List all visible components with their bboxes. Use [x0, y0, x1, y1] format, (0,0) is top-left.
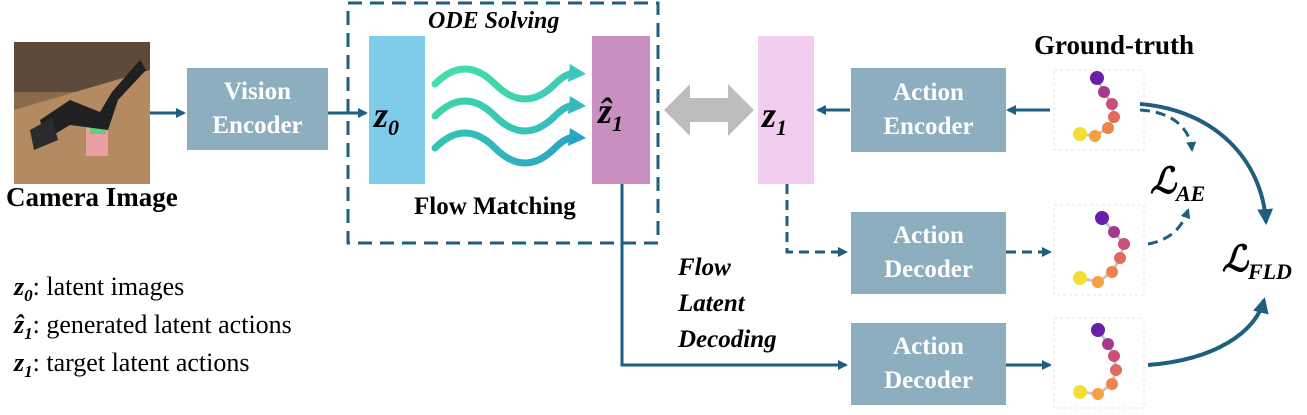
flow-latent-decoding-label: Flow Latent Decoding [678, 250, 777, 358]
flow-matching-frame [346, 1, 660, 245]
camera-caption: Camera Image [6, 182, 178, 212]
action-encoder-line2: Encoder [883, 113, 974, 140]
double-arrow [664, 84, 754, 136]
camera-image [14, 42, 150, 184]
flow-matching-label: Flow Matching [414, 193, 576, 220]
z1-bar [758, 36, 814, 184]
ode-solving-label: ODE Solving [428, 8, 560, 34]
action-decoder-top-box: Action Decoder [851, 212, 1006, 294]
arrow-traj-to-lfld [1147, 297, 1269, 367]
trajectory-decoded-ae [1053, 204, 1145, 296]
arrow-traj-to-lae [1147, 208, 1191, 246]
ode-wave-arrows [431, 64, 586, 167]
arrow-z1-to-decoder [785, 184, 848, 257]
action-decoder-bottom-box: Action Decoder [851, 323, 1006, 405]
z1hat-symbol: ẑ1 [598, 91, 624, 137]
action-decoder-top-line2: Decoder [884, 256, 973, 283]
action-decoder-top-line1: Action [893, 222, 964, 249]
legend-z1hat: ẑ1: generated latent actions [14, 310, 292, 344]
vision-encoder-line1: Vision [223, 78, 292, 105]
z1-symbol: z1 [762, 95, 788, 141]
action-decoder-bottom-line1: Action [893, 333, 964, 360]
ground-truth-label: Ground-truth [1034, 30, 1195, 60]
z1hat-bar [592, 36, 650, 184]
fld-label-line1: Flow [678, 254, 731, 281]
arrow-z1hat-to-decoder [620, 184, 848, 370]
action-encoder-box: Action Encoder [851, 68, 1006, 152]
action-encoder-line1: Action [893, 79, 964, 106]
loss-ae: ℒAE [1150, 161, 1206, 207]
trajectory-ground-truth [1053, 69, 1145, 151]
arrow-gt-to-lfld [1139, 102, 1274, 225]
legend-z1: z1: target latent actions [14, 348, 250, 382]
z0-bar [369, 36, 425, 184]
fld-label-line3: Decoding [678, 326, 777, 353]
vision-encoder-box: Vision Encoder [187, 68, 328, 150]
vision-encoder-line2: Encoder [212, 112, 303, 139]
arrow-gt-to-lae [1139, 108, 1197, 152]
fld-label-line2: Latent [678, 290, 745, 317]
z0-symbol: z0 [374, 95, 400, 141]
loss-fld: ℒFLD [1222, 239, 1292, 285]
action-decoder-bottom-line2: Decoder [884, 367, 973, 394]
legend-z0: z0: latent images [14, 272, 185, 306]
trajectory-decoded-fld [1053, 317, 1145, 409]
